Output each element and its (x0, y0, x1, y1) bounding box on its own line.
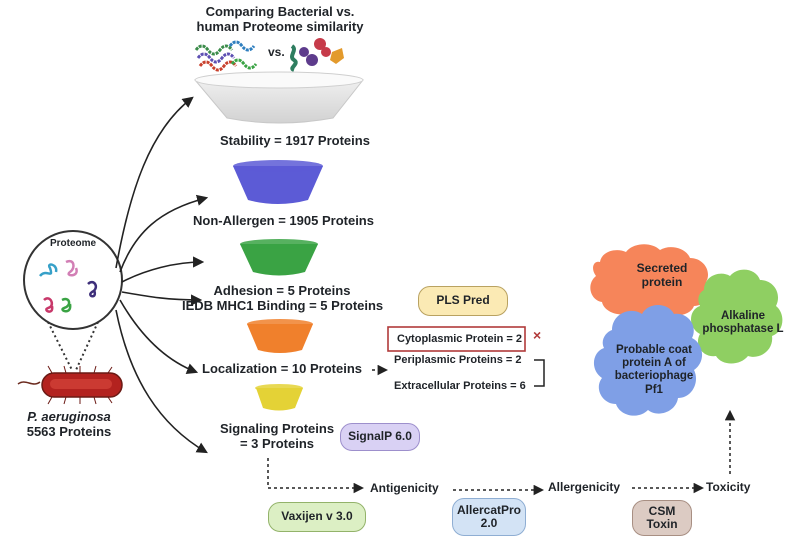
title: Comparing Bacterial vs. human Proteome s… (170, 4, 390, 34)
arrow-to-stability (119, 194, 209, 273)
organism-name: P. aeruginosa (27, 409, 111, 424)
arrow-to-adhesion (121, 291, 203, 306)
human-protein-structures-icon (290, 38, 344, 72)
non-allergen-label: Non-Allergen = 1905 Proteins (193, 213, 374, 228)
arrow-to-antigenicity (267, 458, 365, 494)
signaling-line-1: Signaling Proteins (219, 421, 335, 436)
secreted-line-2: protein (641, 274, 683, 289)
signaling-line-2: = 3 Proteins (239, 435, 315, 451)
zoom-line-left (47, 321, 73, 371)
alkaline-line-2: phosphatase L (702, 323, 784, 336)
secreted-line-1: Secreted (636, 261, 688, 275)
csm-line-2: Toxin (646, 517, 678, 531)
allercatpro-line-1: AllercatPro (456, 502, 522, 517)
arrow-to-localization (119, 299, 199, 374)
cytoplasmic-label: Cytoplasmic Protein = 2 (397, 333, 523, 345)
iedb-label: IEDB MHC1 Binding = 5 Proteins (182, 297, 384, 313)
arrow-to-funnel-white (115, 96, 194, 269)
localization-label: Localization = 10 Proteins (202, 361, 363, 376)
coat-line-4: Pf1 (645, 383, 663, 396)
stability-label: Stability = 1917 Proteins (220, 133, 370, 148)
title-line-2: human Proteome similarity (196, 18, 364, 34)
alkaline-line-1: Alkaline (720, 310, 766, 322)
adhesion-label: Adhesion = 5 Proteins (213, 283, 351, 298)
adhesion-block: Adhesion = 5 Proteins IEDB MHC1 Binding … (182, 283, 384, 313)
funnel-orange (247, 319, 313, 353)
bacterium-icon (17, 365, 123, 405)
funnel-green (240, 239, 318, 276)
funnel-yellow (255, 384, 303, 411)
toxicity-label: Toxicity (706, 480, 751, 494)
alkaline-phosphatase-blob (691, 269, 783, 364)
title-line-1: Comparing Bacterial vs. (205, 4, 355, 19)
signaling-block: Signaling Proteins = 3 Proteins (212, 421, 342, 451)
vs-label: vs. (268, 45, 285, 59)
bacterial-protein-chains-icon (194, 40, 258, 72)
secreted-protein-label: Secreted protein (612, 261, 712, 290)
reject-mark-icon: × (533, 327, 542, 343)
coat-protein-label: Probable coat protein A of bacteriophage… (604, 344, 704, 397)
coat-line-1: Probable coat (615, 344, 693, 356)
signalp-badge: SignalP 6.0 (340, 423, 420, 451)
zoom-line-right (75, 321, 99, 371)
vaxijen-badge: Vaxijen v 3.0 (268, 502, 366, 532)
csm-toxin-badge: CSM Toxin (632, 500, 692, 536)
allercatpro-line-2: 2.0 (480, 516, 498, 530)
coat-protein-blob (593, 305, 703, 416)
periplasmic-label: Periplasmic Proteins = 2 (394, 354, 522, 366)
antigenicity-label: Antigenicity (370, 481, 439, 495)
pls-pred-badge: PLS Pred (418, 286, 508, 316)
alkaline-phosphatase-label: Alkaline phosphatase L (700, 310, 786, 336)
arrow-to-non-allergen (121, 256, 205, 283)
coat-line-3: bacteriophage (614, 370, 694, 383)
secreted-protein-blob (590, 244, 710, 318)
organism-count: 5563 Proteins (26, 423, 112, 439)
funnel-blue (233, 160, 323, 204)
coat-line-2: protein A of (622, 357, 686, 370)
allercatpro-badge: AllercatPro 2.0 (452, 498, 526, 536)
funnel-white (194, 71, 364, 124)
organism-block: P. aeruginosa 5563 Proteins (14, 409, 124, 439)
bracket (534, 359, 545, 387)
cytoplasmic-box (387, 326, 526, 352)
extracellular-label: Extracellular Proteins = 6 (394, 380, 526, 392)
arrow-to-signaling (115, 309, 208, 454)
csm-line-1: CSM (648, 503, 676, 518)
allergenicity-label: Allergenicity (548, 480, 621, 494)
proteome-label: Proteome (50, 238, 97, 249)
proteome-circle (23, 230, 123, 330)
